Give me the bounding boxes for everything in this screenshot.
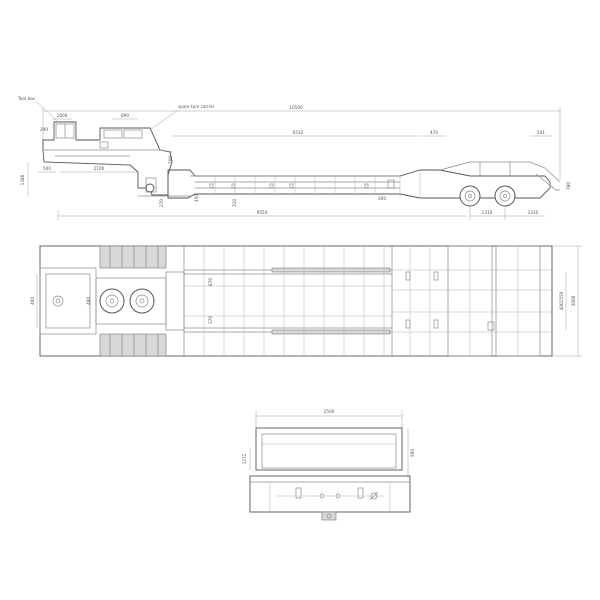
dim-overall-length: 16500 (289, 105, 303, 110)
dim-541: 541 (537, 130, 545, 135)
label-spare-tyre-carrier: spare tyre carrier (178, 104, 215, 109)
dim-500: 500 (43, 166, 51, 171)
dim-1310-a: 1310 (482, 210, 493, 215)
dim-400: 400 (30, 297, 35, 305)
dim-2100: 2100 (94, 166, 105, 171)
dim-470: 470 (430, 130, 438, 135)
dim-3000: 3000 (571, 295, 576, 306)
dim-480: 480 (86, 297, 91, 305)
dim-270: 270 (159, 199, 164, 207)
dim-890: 890 (121, 113, 129, 118)
dim-370: 370 (208, 316, 213, 324)
dim-780: 780 (168, 156, 173, 164)
dim-200: 200 (378, 196, 386, 201)
top-view: 400 480 (30, 245, 582, 357)
label-tool-box: Tool box (17, 96, 36, 101)
dim-9554: 9554 (257, 210, 268, 215)
dim-2500: 2500 (324, 409, 335, 414)
dim-310: 310 (232, 199, 237, 207)
dim-870: 870 (208, 278, 213, 286)
dim-6532: 6532 (293, 130, 304, 135)
dim-290: 290 (40, 127, 48, 132)
dim-1380: 1380 (20, 174, 25, 185)
dim-450: 450 (194, 194, 199, 202)
front-view: 2500 500 1272 (242, 409, 415, 521)
dim-1600: 1600 (57, 113, 68, 118)
dim-right-height: 780 (566, 182, 571, 190)
side-view: 16500 1600 890 6532 470 541 Tool box spa… (17, 96, 571, 220)
dim-500-front: 500 (410, 449, 415, 457)
dim-1272: 1272 (242, 453, 247, 464)
dim-1310-b: 1310 (528, 210, 539, 215)
dim-4001550: 4001550 (559, 291, 564, 310)
